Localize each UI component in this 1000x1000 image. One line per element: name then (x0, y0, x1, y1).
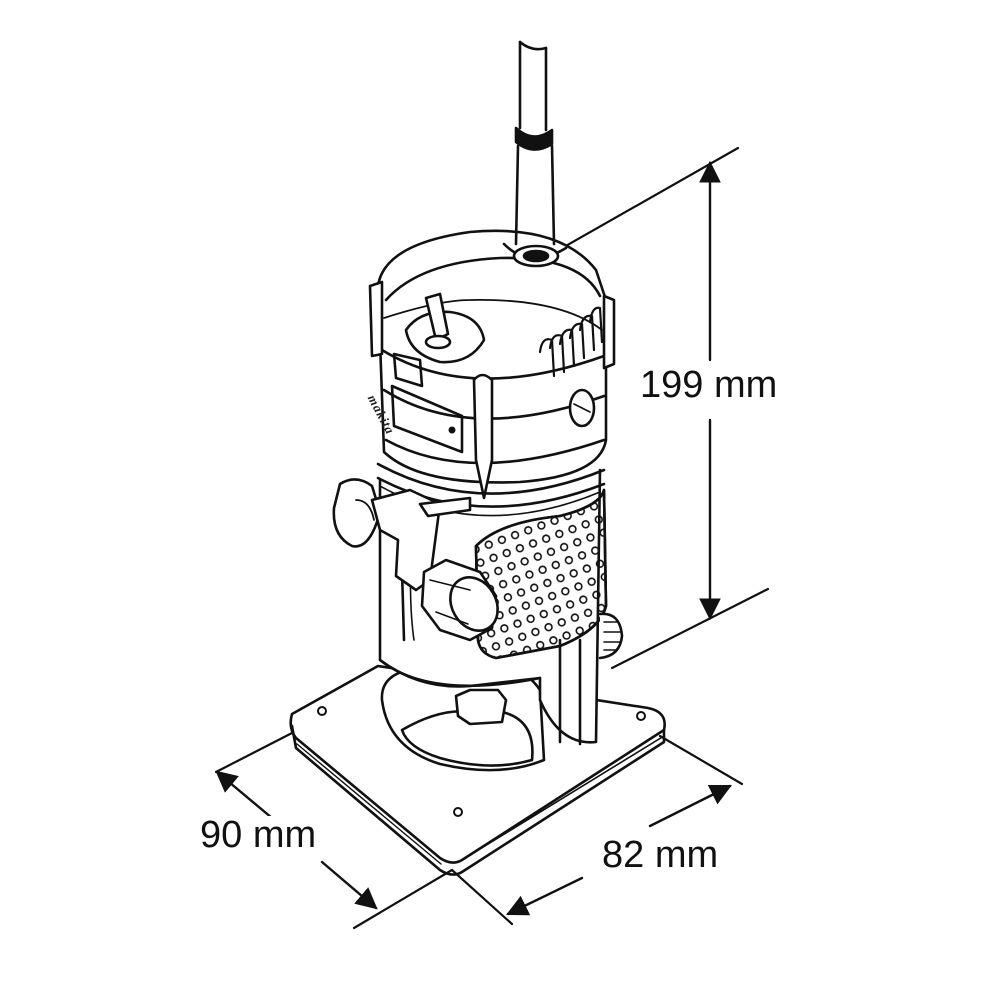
clamp-wing-nut (332, 478, 472, 592)
width-dimension (450, 734, 744, 926)
height-dimension-label: 199 mm (636, 366, 782, 404)
textured-grip (474, 488, 608, 660)
depth-adjust-knob (420, 558, 499, 642)
motor-housing (368, 229, 616, 500)
power-cord (502, 40, 568, 268)
cooling-vents (538, 306, 604, 378)
collet-nut (454, 688, 508, 726)
depth-dimension (214, 731, 454, 930)
power-switch (404, 292, 486, 364)
depth-dimension-label: 90 mm (196, 816, 321, 854)
width-dimension-label: 82 mm (598, 836, 723, 874)
adjust-ring (598, 612, 624, 660)
